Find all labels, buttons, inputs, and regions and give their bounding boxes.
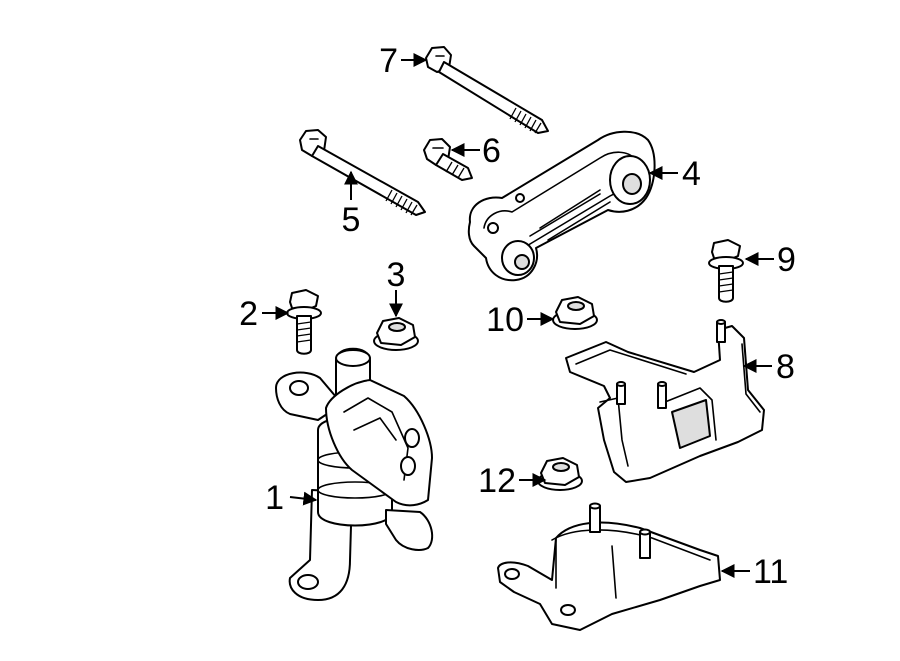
part-12-nut [537,457,583,491]
part-1-engine-mount [275,347,434,601]
callout-label-10: 10 [486,301,524,339]
part-2-bolt [286,289,322,355]
part-4-torque-rod [467,130,656,282]
callout-leaders [262,53,774,578]
leader-1 [289,491,318,506]
part-3-nut [373,317,419,351]
callout-label-4: 4 [682,155,701,193]
callout-label-3: 3 [387,256,406,294]
part-10-nut [552,296,598,330]
callout-label-11: 11 [753,553,788,591]
part-6-short-bolt [423,138,473,181]
part-5-long-bolt [299,129,426,216]
callout-label-1: 1 [265,479,284,517]
part-11-lower-mount [497,502,721,631]
part-9-bolt [708,239,744,303]
callout-label-5: 5 [342,201,361,239]
callout-label-12: 12 [478,462,516,500]
part-8-transmission-mount [565,319,765,483]
callout-label-2: 2 [239,295,258,333]
callout-label-9: 9 [777,241,796,279]
callout-labels: 1 2 3 4 5 6 7 8 9 10 11 12 [239,42,796,591]
callout-label-6: 6 [482,132,501,170]
callout-label-7: 7 [379,42,398,80]
callout-label-8: 8 [776,348,795,386]
part-7-long-bolt [425,46,549,134]
